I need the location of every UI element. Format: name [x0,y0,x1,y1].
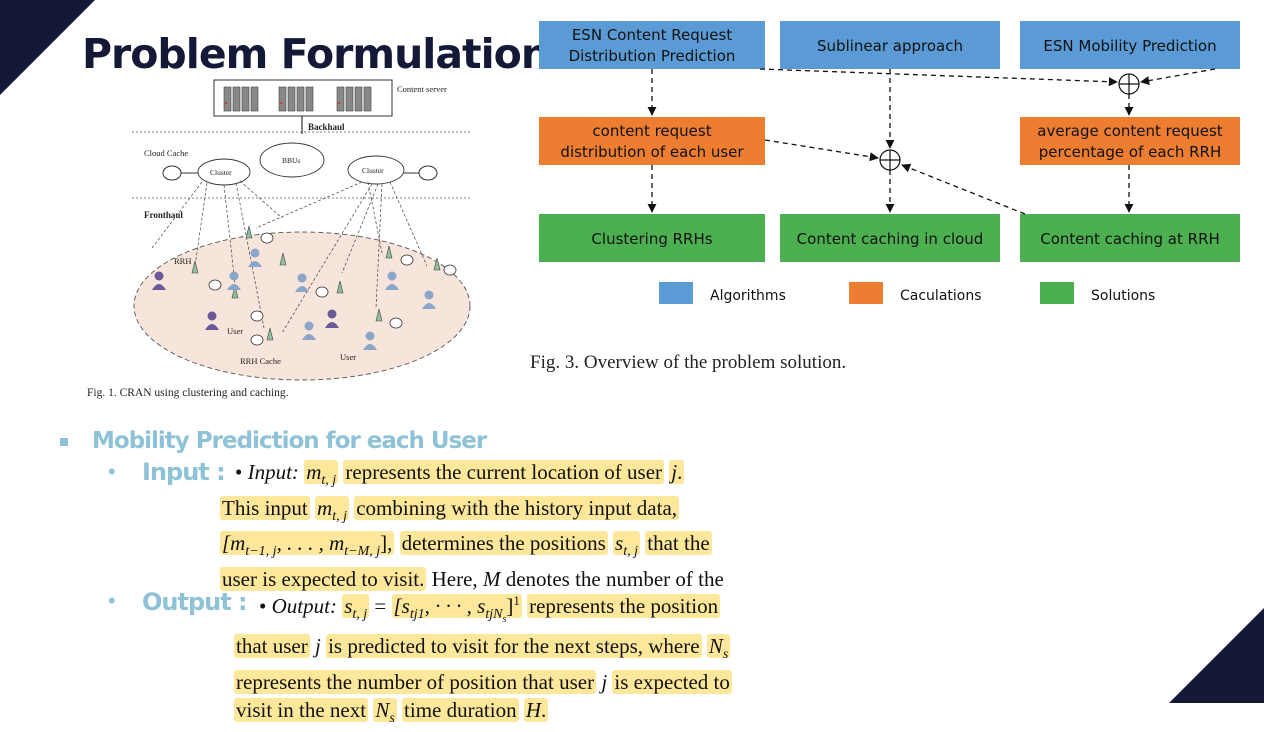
box-average-content-request-line2: percentage of each RRH [1039,143,1221,161]
cran-network-figure: Content server Backhaul BBUs Cluster Clu… [132,79,472,381]
bullet-mobility-prediction-label: Mobility Prediction for each User [92,428,487,454]
box-esn-mobility-label: ESN Mobility Prediction [1043,37,1216,55]
box-average-content-request-line1: average content request [1037,122,1223,140]
content-server-label: Content server [397,84,447,94]
user-label-2: User [340,352,356,362]
box-average-content-request [1020,117,1240,165]
output-label: Output : [142,588,248,616]
corner-decoration-top-left [0,0,95,95]
legend-label-algorithms: Algorithms [710,288,786,304]
user-label-1: User [227,326,243,336]
legend-label-solutions: Solutions [1091,288,1155,304]
fronthaul-label: Fronthaul [144,210,183,220]
box-sublinear-approach [780,21,1000,69]
box-caching-cloud-label: Content caching in cloud [797,230,984,248]
square-bullet-icon [60,437,68,446]
bullet-mobility-prediction: Mobility Prediction for each User [60,428,487,454]
legend-swatch-calculations [849,282,883,304]
legend-swatch-solutions [1040,282,1074,304]
input-description: • Input: mt, j represents the current lo… [220,460,724,592]
box-sublinear-approach-label: Sublinear approach [817,37,963,55]
slide-title: Problem Formulation [82,30,550,78]
figure1-caption: Fig. 1. CRAN using clustering and cachin… [87,387,289,399]
sub-bullet-dot-icon: • [108,588,116,613]
backhaul-label: Backhaul [308,122,345,132]
rrh-cache-label: RRH Cache [240,356,281,366]
cluster-right-label: Cluster [362,166,384,175]
corner-decoration-bottom-right [1169,608,1264,703]
box-esn-content-request-line2: Distribution Prediction [569,47,736,65]
rrh-label: RRH [174,256,191,266]
sub-bullet-dot-icon: • [108,459,116,484]
legend-swatch-algorithms [659,282,693,304]
box-content-request-distribution-line2: distribution of each user [560,143,744,161]
box-esn-mobility [1020,21,1240,69]
cloud-cache-label: Cloud Cache [144,148,188,158]
cluster-left-label: Cluster [210,168,232,177]
figure3-caption: Fig. 3. Overview of the problem solution… [530,352,847,373]
box-caching-rrh-label: Content caching at RRH [1040,230,1220,248]
legend-label-calculations: Caculations [900,288,982,304]
solution-overview-diagram: ESN Content Request Distribution Predict… [539,21,1240,304]
input-label: Input : [142,458,226,486]
box-clustering-rrhs [539,214,765,262]
box-clustering-rrhs-label: Clustering RRHs [591,230,712,248]
box-caching-rrh [1020,214,1240,262]
box-content-request-distribution [539,117,765,165]
box-content-request-distribution-line1: content request [592,122,711,140]
output-description: • Output: st, j = [stj1, · · · , stjNs]1… [234,593,732,726]
box-esn-content-request-line1: ESN Content Request [572,26,732,44]
box-caching-cloud [780,214,1000,262]
box-esn-content-request [539,21,765,69]
bbus-label: BBUs [282,156,300,165]
